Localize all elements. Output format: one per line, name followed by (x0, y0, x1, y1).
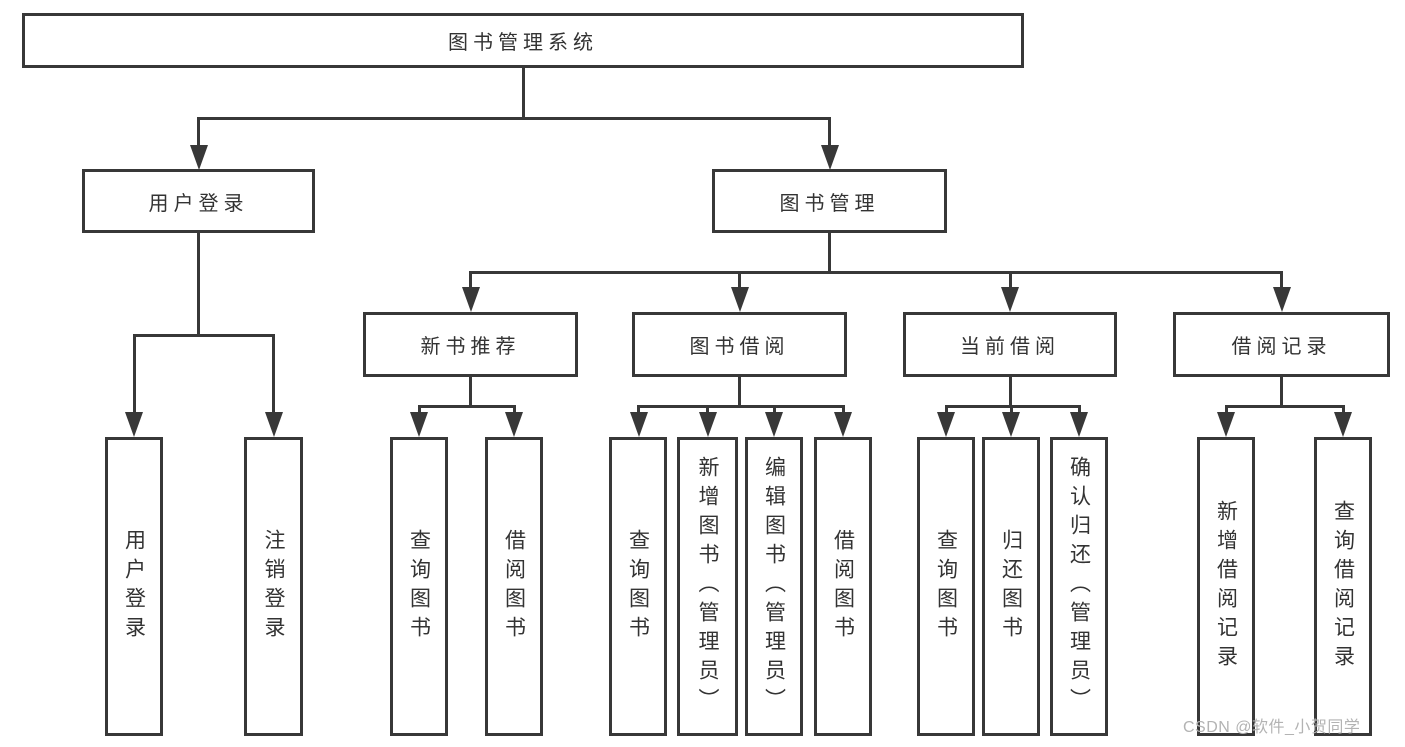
connector-line (738, 377, 741, 407)
connector-line (197, 117, 200, 150)
leaf-confirm-return-admin: 确认归还（管理员） (1050, 437, 1108, 736)
node-label: 借阅记录 (1231, 336, 1332, 358)
node-book-borrowing: 图书借阅 (632, 312, 847, 377)
connector-line (1280, 377, 1283, 407)
arrowhead-icon (937, 412, 955, 437)
leaf-label: 借阅图书 (502, 528, 526, 645)
arrowhead-icon (1217, 412, 1235, 437)
node-library-management-system: 图书管理系统 (22, 13, 1024, 68)
connector-line (1224, 404, 1345, 408)
arrowhead-icon (1001, 287, 1019, 312)
arrowhead-icon (410, 412, 428, 437)
arrowhead-icon (730, 287, 749, 312)
connector-line (272, 333, 275, 418)
connector-line (1341, 404, 1345, 418)
arrowhead-icon (834, 412, 852, 437)
arrowhead-icon (505, 412, 523, 437)
connector-line (637, 404, 640, 418)
leaf-label: 归还图书 (999, 528, 1023, 645)
node-new-book-recommendation: 新书推荐 (363, 312, 578, 377)
leaf-query-books-borrow: 查询图书 (609, 437, 667, 736)
watermark: CSDN @软件_小贺同学 (1183, 719, 1361, 736)
arrowhead-icon (125, 412, 143, 437)
connector-line (132, 333, 275, 337)
leaf-label: 用户登录 (122, 528, 146, 645)
arrowhead-icon (1070, 412, 1088, 437)
connector-line (944, 404, 1081, 408)
leaf-label: 查询图书 (934, 528, 958, 645)
connector-line (1280, 270, 1283, 293)
leaf-query-borrow-record: 查询借阅记录 (1314, 437, 1372, 736)
leaf-label: 编辑图书（管理员） (762, 456, 786, 717)
connector-line (944, 404, 948, 418)
leaf-add-book-admin: 新增图书（管理员） (677, 437, 738, 736)
connector-line (512, 404, 516, 418)
node-label: 当前借阅 (960, 336, 1060, 358)
leaf-label: 注销登录 (262, 528, 285, 645)
leaf-borrow-books-borrow: 借阅图书 (814, 437, 872, 736)
leaf-logout: 注销登录 (244, 437, 303, 736)
leaf-label: 确认归还（管理员） (1067, 456, 1091, 717)
node-label: 用户登录 (148, 192, 249, 215)
arrowhead-icon (1002, 412, 1020, 437)
connector-line (1009, 404, 1013, 418)
connector-line (772, 404, 776, 418)
arrowhead-icon (1272, 287, 1291, 312)
connector-line (637, 404, 845, 408)
node-label: 图书管理系统 (448, 32, 598, 54)
leaf-label: 查询图书 (626, 528, 650, 645)
arrowhead-icon (629, 412, 648, 437)
connector-line (521, 68, 525, 119)
connector-line (706, 404, 709, 418)
node-current-borrowing: 当前借阅 (903, 312, 1117, 377)
node-borrowing-records: 借阅记录 (1173, 312, 1390, 377)
arrowhead-icon (264, 412, 283, 437)
connector-line (417, 404, 516, 408)
connector-line (469, 270, 472, 293)
node-user-login: 用户登录 (82, 169, 315, 233)
connector-line (828, 117, 831, 150)
connector-line (197, 117, 831, 120)
connector-line (738, 270, 741, 293)
connector-line (469, 270, 1283, 274)
connector-line (1008, 377, 1012, 407)
arrowhead-icon (1334, 412, 1352, 437)
arrowhead-icon (698, 412, 717, 437)
node-label: 图书借阅 (689, 336, 790, 358)
connector-line (1008, 270, 1012, 293)
node-label: 新书推荐 (420, 336, 521, 358)
leaf-return-book: 归还图书 (982, 437, 1040, 736)
leaf-label: 借阅图书 (831, 528, 855, 645)
connector-line (417, 404, 421, 418)
connector-line (828, 233, 831, 273)
leaf-label: 新增借阅记录 (1214, 499, 1238, 674)
connector-line (841, 404, 845, 418)
connector-line (197, 233, 200, 336)
connector-line (132, 333, 136, 418)
node-label: 图书管理 (779, 192, 880, 215)
leaf-label: 新增图书（管理员） (696, 456, 719, 717)
node-book-management: 图书管理 (712, 169, 947, 233)
connector-line (1077, 404, 1081, 418)
leaf-label: 查询借阅记录 (1331, 499, 1355, 674)
leaf-query-books-recommend: 查询图书 (390, 437, 448, 736)
connector-line (469, 377, 472, 407)
arrowhead-icon (189, 145, 208, 170)
leaf-add-borrow-record: 新增借阅记录 (1197, 437, 1255, 736)
leaf-edit-book-admin: 编辑图书（管理员） (745, 437, 803, 736)
leaf-query-books-current: 查询图书 (917, 437, 975, 736)
leaf-user-login: 用户登录 (105, 437, 163, 736)
arrowhead-icon (820, 145, 839, 170)
leaf-borrow-books-recommend: 借阅图书 (485, 437, 543, 736)
arrowhead-icon (461, 287, 480, 312)
leaf-label: 查询图书 (407, 528, 431, 645)
arrowhead-icon (765, 412, 783, 437)
connector-line (1224, 404, 1228, 418)
